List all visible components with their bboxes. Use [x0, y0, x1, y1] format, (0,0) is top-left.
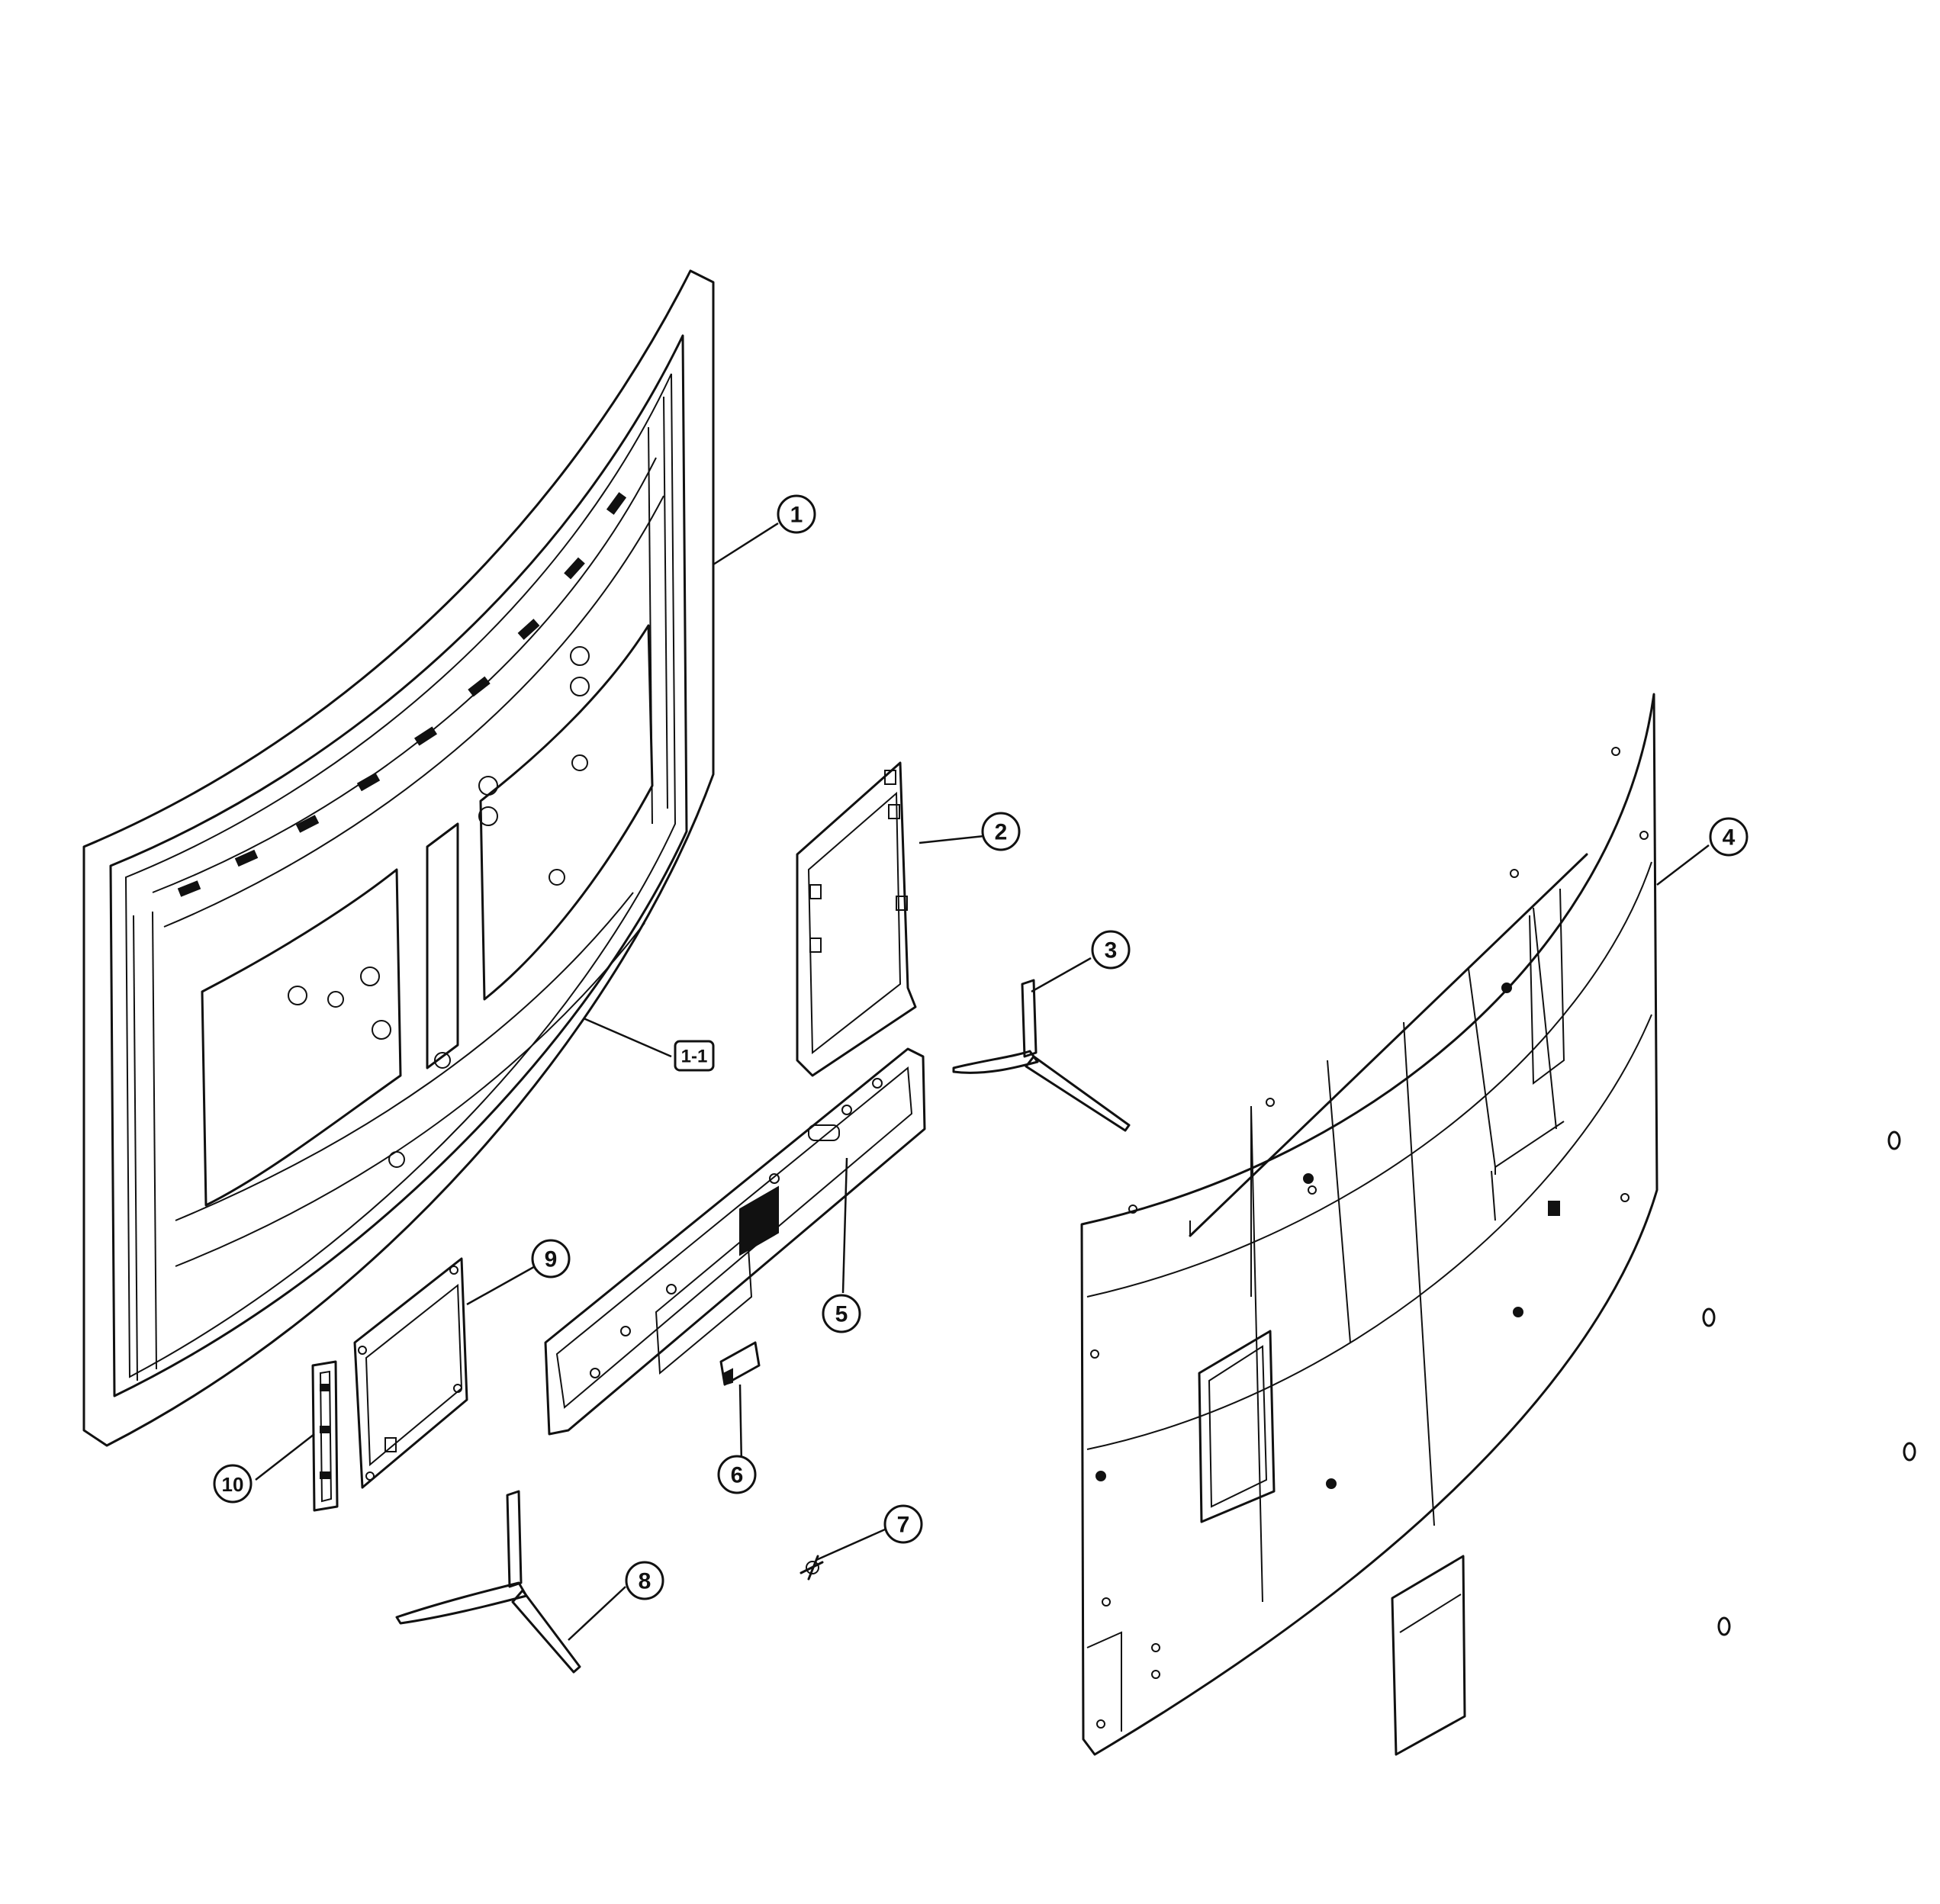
callout-8-label: 8	[639, 1569, 651, 1594]
loose-fasteners	[1702, 1130, 1916, 1636]
callout-1: 1	[777, 494, 816, 534]
part-9-power-board	[353, 1257, 468, 1489]
part-2-main-board	[796, 761, 917, 1077]
callout-3: 3	[1091, 930, 1131, 970]
part-1-panel	[82, 269, 715, 1447]
callout-4: 4	[1709, 817, 1749, 857]
callout-6-label: 6	[731, 1463, 744, 1488]
part-3-stand-right	[952, 979, 1131, 1132]
part-6-small-board	[719, 1341, 761, 1386]
stand-cover-piece	[1391, 1555, 1466, 1756]
callout-10: 10	[213, 1464, 253, 1504]
callout-10-label: 10	[222, 1473, 244, 1496]
callout-7-label: 7	[897, 1513, 910, 1538]
callout-2-label: 2	[995, 820, 1008, 845]
part-4-rear-cover	[1080, 693, 1658, 1756]
callout-1-label: 1	[790, 503, 803, 528]
callout-1-1: 1-1	[674, 1040, 715, 1072]
part-5-bracket	[544, 1047, 926, 1436]
callout-9-label: 9	[545, 1247, 558, 1272]
leader-lines	[255, 522, 1710, 1641]
callout-5: 5	[822, 1294, 861, 1333]
callout-9: 9	[531, 1239, 571, 1278]
callout-5-label: 5	[835, 1302, 848, 1327]
part-10-side-bracket	[311, 1360, 339, 1512]
callout-8: 8	[625, 1561, 664, 1600]
callout-6: 6	[717, 1455, 757, 1494]
callout-4-label: 4	[1723, 825, 1736, 851]
callout-3-label: 3	[1105, 938, 1118, 963]
callout-2: 2	[981, 812, 1021, 851]
callout-1-1-label: 1-1	[681, 1047, 708, 1067]
callout-7: 7	[883, 1504, 923, 1544]
part-8-stand-left	[395, 1490, 581, 1674]
